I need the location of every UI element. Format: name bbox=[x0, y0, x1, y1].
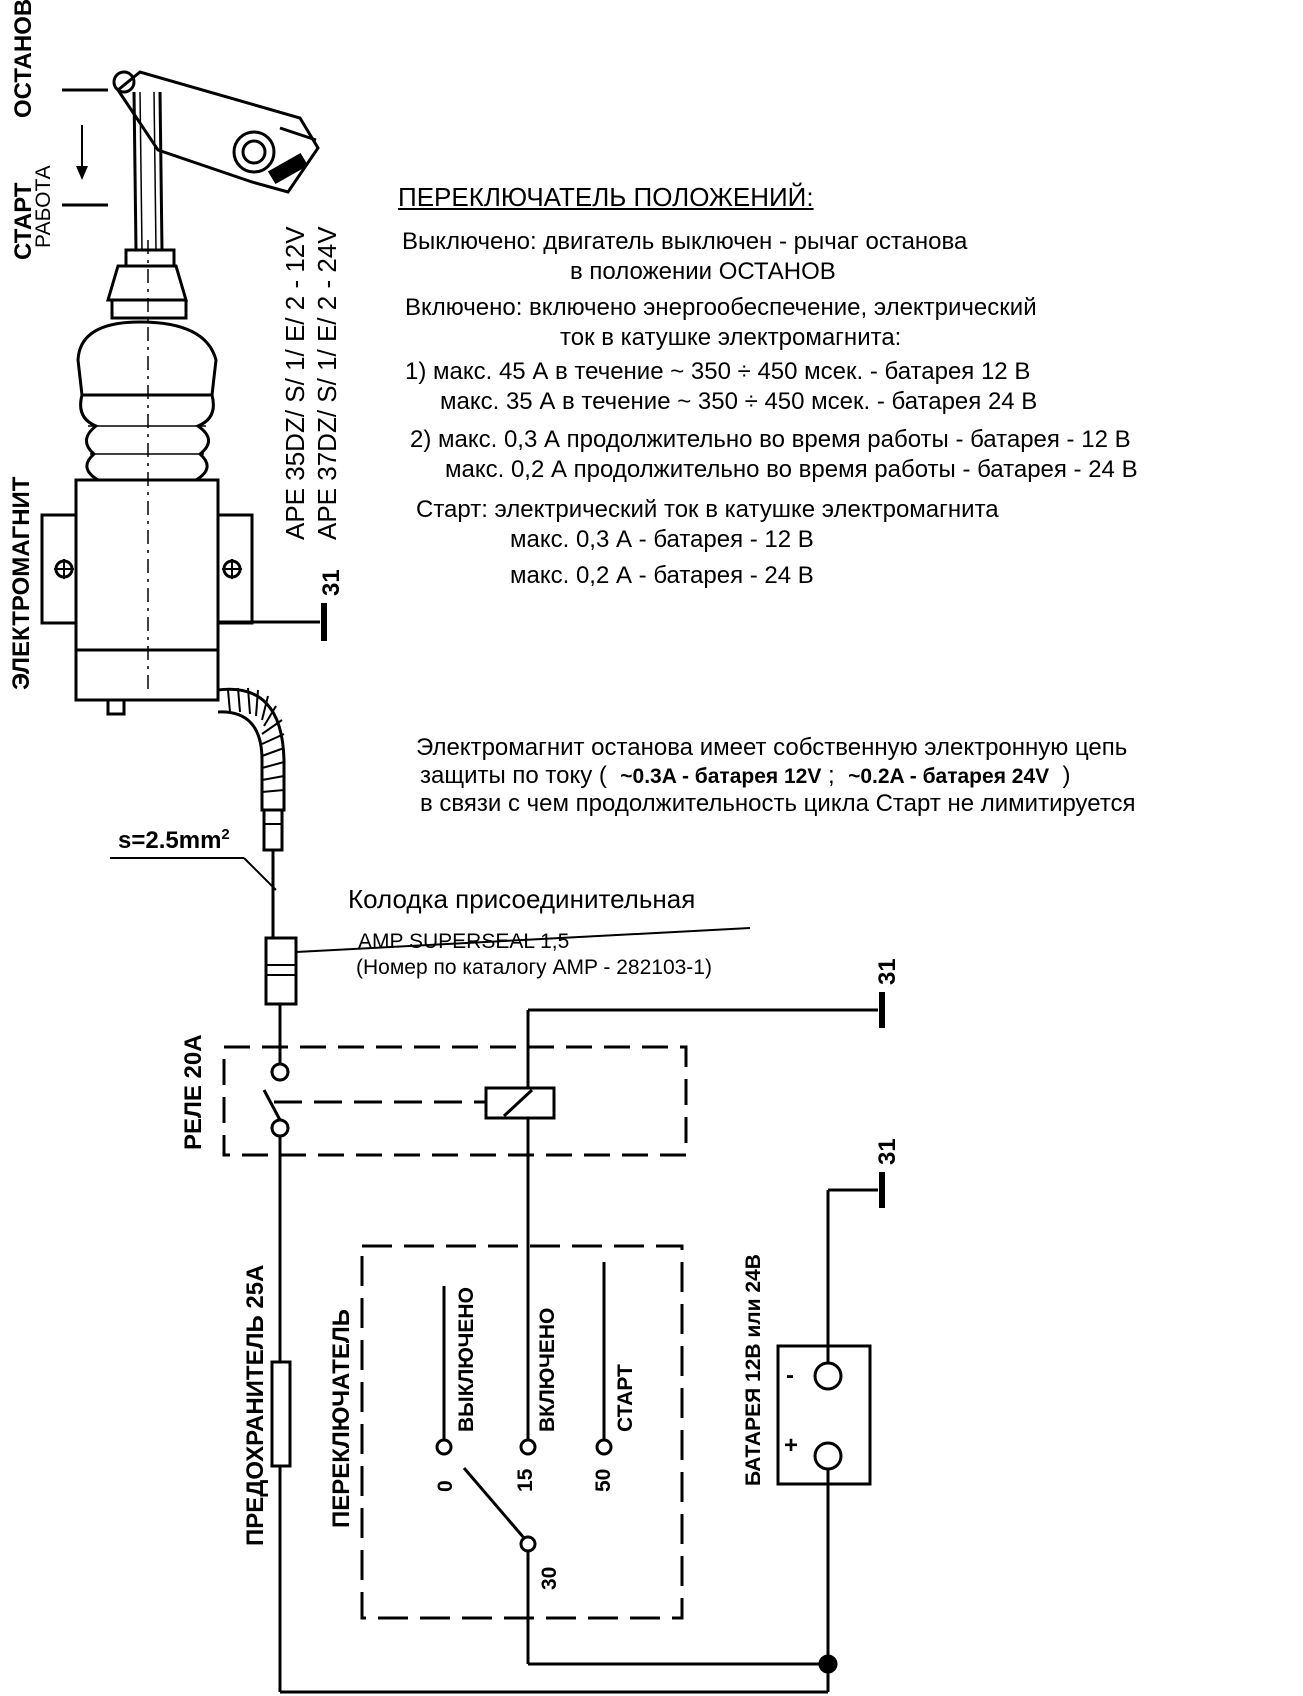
wire-section-label: s=2.5mm2 bbox=[118, 826, 230, 854]
on-line-1: Включено: включено энергообеспечение, эл… bbox=[405, 294, 1037, 321]
electromagnet-label: ЭЛЕКТРОМАГНИТ bbox=[8, 476, 35, 690]
terminal-15: 15 bbox=[514, 1468, 537, 1492]
solenoid-drawing bbox=[40, 70, 327, 852]
on-item-2b: макс. 0,2 А продолжительно во время рабо… bbox=[445, 456, 1138, 483]
battery-label: БАТАРЕЯ 12В или 24В bbox=[742, 1254, 765, 1486]
on-item-2a: 2) макс. 0,3 А продолжительно во время р… bbox=[410, 426, 1131, 453]
on-line-2: ток в катушке электромагнита: bbox=[560, 324, 902, 351]
battery-ground-31: 31 bbox=[874, 1138, 901, 1165]
battery-plus: + bbox=[784, 1432, 799, 1459]
switch-on-label: ВКЛЮЧЕНО bbox=[536, 1307, 559, 1432]
relay-ground-31: 31 bbox=[874, 958, 901, 985]
battery-minus: - bbox=[786, 1362, 794, 1389]
solenoid-ground-31: 31 bbox=[318, 569, 345, 596]
protection-line-2: защиты по току ( ~0.3A - батарея 12V ; ~… bbox=[420, 762, 1071, 789]
off-line-2: в положении ОСТАНОВ bbox=[570, 258, 836, 285]
protection-line-1: Электромагнит останова имеет собственную… bbox=[416, 734, 1128, 761]
terminal-0: 0 bbox=[434, 1480, 457, 1492]
work-label: РАБОТА bbox=[32, 165, 55, 248]
model-12v-label: APE 35DZ/ S/ 1/ E/ 2 - 12V bbox=[280, 226, 310, 540]
positions-heading: ПЕРЕКЛЮЧАТЕЛЬ ПОЛОЖЕНИЙ: bbox=[398, 182, 814, 212]
stop-label: ОСТАНОВ bbox=[10, 0, 37, 118]
on-item-1b: макс. 35 А в течение ~ 350 ÷ 450 мсек. -… bbox=[440, 388, 1038, 415]
protection-line-3: в связи с чем продолжительность цикла Ст… bbox=[420, 790, 1136, 817]
on-item-1a: 1) макс. 45 А в течение ~ 350 ÷ 450 мсек… bbox=[405, 358, 1031, 385]
connector-catalog: (Номер по каталогу AMP - 282103-1) bbox=[356, 956, 712, 979]
switch-off-label: ВЫКЛЮЧЕНО bbox=[455, 1287, 478, 1432]
switch-start-label: СТАРТ bbox=[614, 1364, 637, 1432]
connector-model: AMP SUPERSEAL 1,5 bbox=[358, 930, 570, 953]
start-line-1: Старт: электрический ток в катушке элект… bbox=[416, 496, 999, 523]
terminal-50: 50 bbox=[592, 1468, 615, 1492]
terminal-30: 30 bbox=[538, 1566, 561, 1590]
start-line-2: макс. 0,3 А - батарея - 12 В bbox=[510, 526, 814, 553]
relay-label: РЕЛЕ 20А bbox=[180, 1034, 207, 1150]
switch-label: ПЕРЕКЛЮЧАТЕЛЬ bbox=[328, 1309, 355, 1528]
start-line-3: макс. 0,2 А - батарея - 24 В bbox=[510, 562, 814, 589]
connector-title: Колодка присоединительная bbox=[348, 884, 696, 914]
wiring bbox=[110, 850, 885, 1694]
off-line-1: Выключено: двигатель выключен - рычаг ос… bbox=[402, 228, 968, 255]
model-24v-label: APE 37DZ/ S/ 1/ E/ 2 - 24V bbox=[312, 226, 342, 540]
fuse-label: ПРЕДОХРАНИТЕЛЬ 25А bbox=[242, 1264, 269, 1546]
